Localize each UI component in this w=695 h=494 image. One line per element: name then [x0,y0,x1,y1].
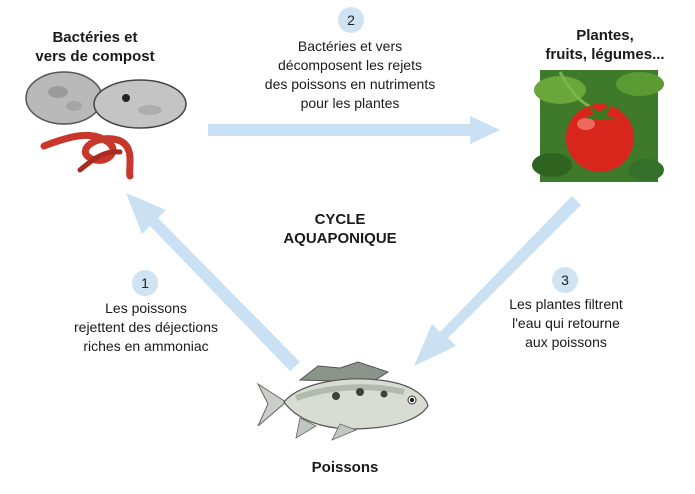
step-3-line-1: Les plantes filtrent [509,296,623,312]
step-1-line-3: riches en ammoniac [83,338,209,354]
node-label-plants: Plantes, fruits, légumes... [520,26,690,64]
node-label-bacteria: Bactéries et vers de compost [14,28,176,66]
step-2-number: 2 [347,12,355,28]
step-1-badge: 1 [132,270,158,296]
arrow-step-3 [414,196,581,366]
arrow-step-2 [208,116,500,144]
fish-illustration [256,361,429,441]
step-2-line-3: des poissons en nutriments [264,76,436,92]
node-label-fish: Poissons [290,458,400,477]
arrow-step-1 [126,193,300,371]
step-3-text: Les plantes filtrent l'eau qui retourne … [482,295,650,352]
tomato-illustration [532,70,664,182]
step-1-text: Les poissons rejettent des déjections ri… [48,299,244,356]
step-1-line-1: Les poissons [105,300,187,316]
step-2-line-4: pour les plantes [300,95,400,111]
step-3-badge: 3 [552,267,578,293]
plants-label-line-1: Plantes, [576,27,634,44]
bacteria-label-line-1: Bactéries et [52,29,138,46]
worm-illustration [40,131,134,180]
title-line-2: AQUAPONIQUE [283,230,397,247]
step-1-line-2: rejettent des déjections [74,319,218,335]
diagram-title: CYCLE AQUAPONIQUE [245,210,435,248]
step-2-line-1: Bactéries et vers [297,38,403,54]
plants-label-line-2: fruits, légumes... [545,46,665,63]
title-line-1: CYCLE [314,211,366,228]
step-3-line-2: l'eau qui retourne [512,315,620,331]
fish-label-line-1: Poissons [311,459,379,476]
bacteria-label-line-2: vers de compost [35,48,155,65]
bacteria-illustration [25,71,187,129]
step-2-badge: 2 [338,7,364,33]
step-2-line-2: décomposent les rejets [278,57,422,73]
step-2-text: Bactéries et vers décomposent les rejets… [240,37,460,113]
step-3-number: 3 [561,272,569,288]
step-1-number: 1 [141,275,149,291]
step-3-line-3: aux poissons [525,334,607,350]
